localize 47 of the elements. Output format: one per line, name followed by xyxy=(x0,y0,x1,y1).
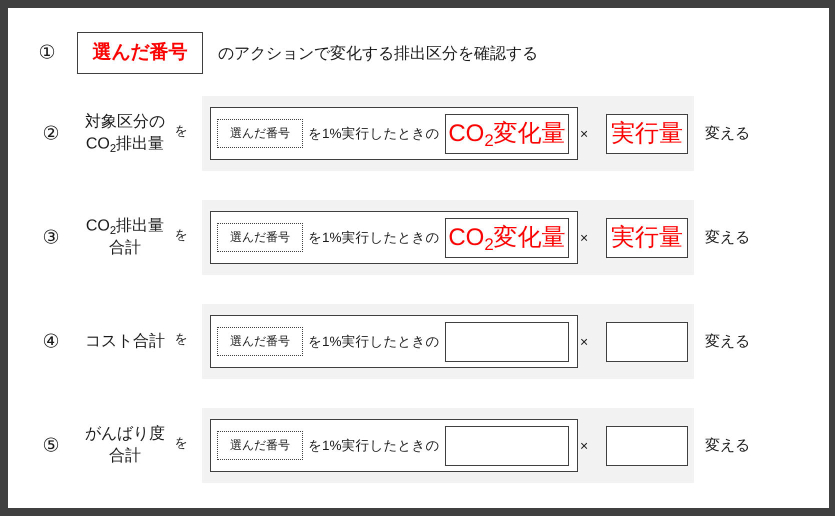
verb-label: 変える xyxy=(705,332,750,350)
term-box: 実行量 xyxy=(606,114,688,154)
dashed-term-box: 選んだ番号 xyxy=(217,223,303,252)
particle-label: を xyxy=(174,226,188,242)
verb-label: 変える xyxy=(705,436,750,454)
dashed-term-box: 選んだ番号 xyxy=(217,431,303,460)
target-label: がんばり度合計 xyxy=(84,424,166,466)
target-label: CO$_{2}$排出量合計 xyxy=(84,216,166,258)
multiply-sign: × xyxy=(580,125,588,142)
target-label: コスト合計 xyxy=(84,331,166,352)
row-panel xyxy=(202,304,694,379)
row-panel xyxy=(202,200,694,275)
empty-box xyxy=(606,322,688,362)
formula-text: を1%実行したときの xyxy=(308,229,440,246)
target-label: 対象区分のCO$_{2}$排出量 xyxy=(84,112,166,156)
formula-box xyxy=(210,315,578,368)
row-panel xyxy=(202,96,694,171)
particle-label: を xyxy=(174,122,188,138)
empty-box xyxy=(445,322,569,362)
dashed-term-box: 選んだ番号 xyxy=(217,119,303,148)
dashed-term-box: 選んだ番号 xyxy=(217,327,303,356)
particle-label: を xyxy=(174,434,188,450)
particle-label: を xyxy=(174,330,188,346)
empty-box xyxy=(606,426,688,466)
multiply-sign: × xyxy=(580,437,588,454)
term-box: CO$_{2}$変化量 xyxy=(445,114,569,154)
step-number: ⑤ xyxy=(42,435,60,458)
formula-box xyxy=(210,211,578,264)
term-box: CO$_{2}$変化量 xyxy=(445,218,569,258)
step-number: ① xyxy=(38,42,56,66)
multiply-sign: × xyxy=(580,229,588,246)
verb-label: 変える xyxy=(705,228,750,246)
formula-box xyxy=(210,419,578,472)
step-number: ④ xyxy=(42,331,60,354)
verb-label: 変える xyxy=(705,124,750,142)
empty-box xyxy=(445,426,569,466)
instruction-text: のアクションで変化する排出区分を確認する xyxy=(218,44,538,64)
multiply-sign: × xyxy=(580,333,588,350)
formula-box xyxy=(210,107,578,160)
formula-text: を1%実行したときの xyxy=(308,333,440,350)
step-number: ② xyxy=(42,123,60,146)
term-box: 実行量 xyxy=(606,218,688,258)
highlight-box: 選んだ番号 xyxy=(77,32,203,74)
step-number: ③ xyxy=(42,227,60,250)
formula-text: を1%実行したときの xyxy=(308,125,440,142)
row-panel xyxy=(202,408,694,483)
formula-text: を1%実行したときの xyxy=(308,437,440,454)
